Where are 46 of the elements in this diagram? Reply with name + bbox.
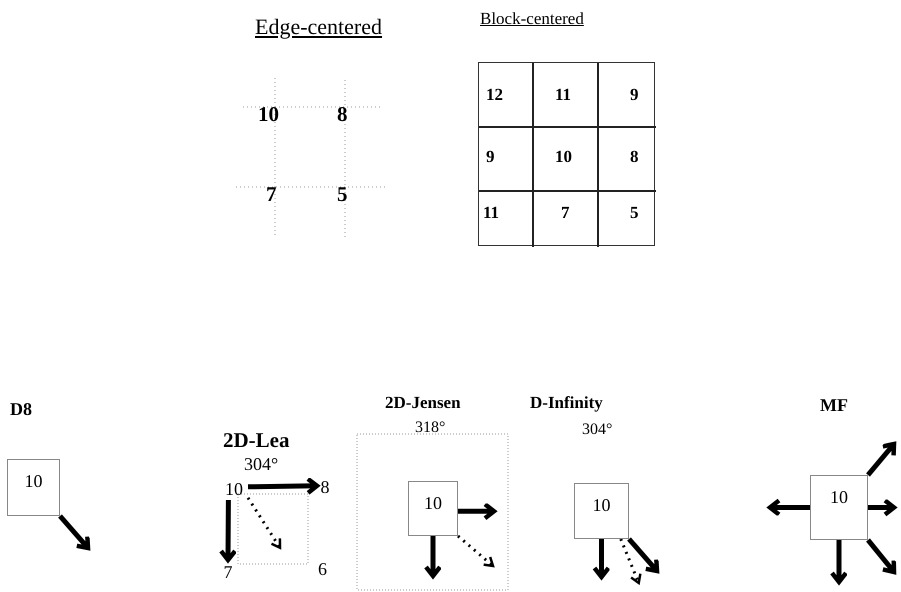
arrow — [619, 538, 642, 584]
angle-label: 304° — [582, 422, 612, 438]
arrow — [830, 540, 848, 584]
arrow — [866, 538, 896, 574]
heading: Block-centered — [480, 10, 584, 27]
arrow — [868, 498, 896, 517]
cell-box: 10 — [7, 459, 60, 516]
arrow — [627, 537, 660, 574]
arrow — [592, 539, 611, 580]
cell-value: 9 — [486, 148, 494, 165]
cell-value: 8 — [317, 475, 333, 499]
arrow — [768, 498, 810, 517]
cell-value: 11 — [555, 86, 572, 103]
cell-value: 8 — [630, 148, 638, 165]
method-title: D8 — [10, 400, 32, 418]
cell-value: 7 — [220, 560, 236, 584]
cell-box: 10 — [810, 475, 868, 540]
arrow — [457, 534, 494, 568]
arrow — [458, 502, 496, 520]
cell-value: 11 — [483, 204, 500, 221]
cell-value: 10 — [555, 148, 572, 165]
cell-box: 10 — [408, 481, 458, 536]
cell-value: 6 — [318, 560, 327, 578]
cell-value: 12 — [486, 86, 503, 103]
cell-value: 10 — [220, 478, 248, 500]
cell-value: 9 — [630, 86, 638, 103]
cell-box: 10 — [574, 483, 629, 539]
arrow — [58, 514, 90, 550]
arrow — [866, 442, 896, 477]
angle-label: 304° — [244, 455, 278, 473]
grid-value: 10 — [258, 104, 279, 125]
grid-value: 5 — [337, 184, 348, 205]
cell-value: 5 — [630, 204, 638, 221]
method-title: 2D-Jensen — [385, 394, 461, 411]
heading: Edge-centered — [255, 16, 382, 38]
grid-value: 7 — [266, 184, 276, 205]
angle-label: 318° — [415, 420, 446, 436]
cell-value: 7 — [561, 204, 570, 221]
arrow — [246, 497, 282, 550]
method-title: 2D-Lea — [223, 430, 290, 451]
method-title: D-Infinity — [530, 394, 603, 411]
grid-value: 8 — [337, 104, 348, 125]
method-title: MF — [820, 396, 848, 414]
arrow — [424, 536, 442, 578]
arrow — [218, 500, 238, 562]
arrow — [248, 476, 320, 496]
